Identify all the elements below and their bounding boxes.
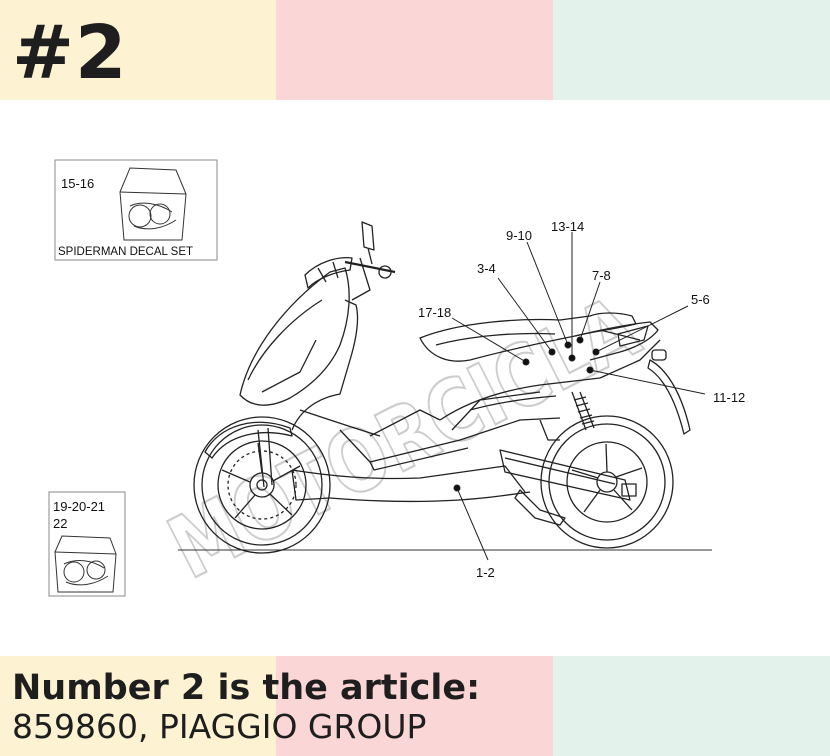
callout-7-8: 7-8 [592,268,611,283]
callout-labels: 1-2 3-4 5-6 7-8 9-10 11-12 13-14 17-18 [418,219,745,580]
callout-1-2: 1-2 [476,565,495,580]
header-band [0,0,830,100]
watermark-text: MOTORCICLA [154,278,654,599]
callout-9-10: 9-10 [506,228,532,243]
callout-17-18: 17-18 [418,305,451,320]
footer-band [0,656,830,756]
footer-band-pink [276,656,553,756]
item-number: #2 [12,10,128,96]
callout-3-4: 3-4 [477,261,496,276]
header-band-yellow [0,0,276,100]
article-title: Number 2 is the article: [12,668,481,708]
inset-decal-set-2-label-1: 19-20-21 [53,499,105,514]
callout-13-14: 13-14 [551,219,584,234]
header-band-mint [553,0,830,100]
footer-band-yellow [0,656,276,756]
scooter-drawing [193,221,691,554]
front-wheel [193,416,331,554]
header-band-pink [276,0,553,100]
inset-decal-set-2-label-2: 22 [53,516,67,531]
callout-5-6: 5-6 [691,292,710,307]
decal-bag-icon-2 [54,535,117,593]
inset-decal-set: 15-16 SPIDERMAN DECAL SET [54,159,218,261]
article-subtitle: 859860, PIAGGIO GROUP [12,707,427,746]
callout-leaders [451,232,706,561]
scooter-decal-diagram: MOTORCICLA [48,159,745,600]
inset-decal-set-caption: SPIDERMAN DECAL SET [58,246,193,258]
inset-decal-set-label: 15-16 [61,176,94,191]
callout-11-12: 11-12 [713,390,745,405]
inset-decal-set-2: 19-20-21 22 [48,491,126,597]
footer-band-mint [553,656,830,756]
decal-bag-icon [119,167,187,241]
watermark: MOTORCICLA [153,277,655,600]
